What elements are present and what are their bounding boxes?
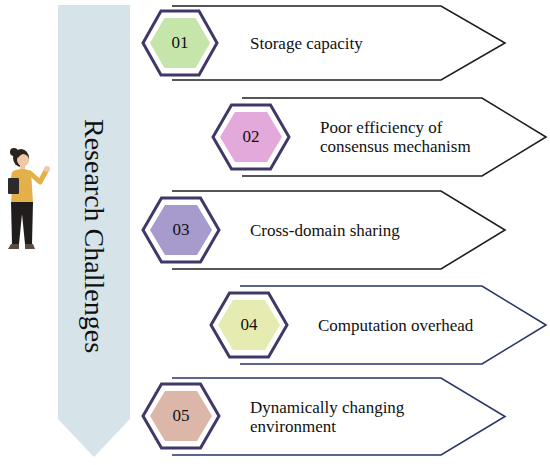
number-hexagon: 03 bbox=[142, 197, 220, 263]
callout-number: 01 bbox=[142, 10, 218, 76]
callout-number: 04 bbox=[210, 292, 288, 358]
challenge-label: Computation overhead bbox=[318, 285, 503, 365]
callout-number: 05 bbox=[142, 383, 220, 449]
challenge-label: Storage capacity bbox=[250, 5, 435, 81]
number-hexagon: 01 bbox=[142, 10, 218, 76]
hexagon-outer bbox=[143, 11, 217, 75]
band-shape bbox=[58, 5, 130, 457]
number-hexagon: 04 bbox=[210, 292, 288, 358]
number-hexagon: 05 bbox=[142, 383, 220, 449]
challenge-arrow: Dynamically changing environment 05 bbox=[142, 377, 507, 456]
callout-number: 02 bbox=[212, 104, 290, 170]
challenge-arrow: Cross-domain sharing 03 bbox=[142, 190, 507, 270]
title-band: Research Challenges bbox=[58, 5, 130, 457]
challenge-arrow: Computation overhead 04 bbox=[210, 285, 548, 365]
hexagon-outer bbox=[143, 384, 219, 448]
challenge-label: Poor efficiency of consensus mechanism bbox=[320, 97, 505, 177]
callout-number: 03 bbox=[142, 197, 220, 263]
presenter-figure bbox=[8, 148, 50, 249]
hexagon-outer bbox=[213, 105, 289, 169]
arrow-shape bbox=[172, 6, 505, 80]
arrow-shape bbox=[172, 378, 505, 455]
challenge-label: Cross-domain sharing bbox=[250, 190, 435, 270]
number-hexagon: 02 bbox=[212, 104, 290, 170]
arrow-shape bbox=[172, 191, 505, 269]
hexagon-outer bbox=[211, 293, 287, 357]
challenge-arrow: Poor efficiency of consensus mechanism 02 bbox=[212, 97, 548, 177]
diagram-title: Research Challenges bbox=[58, 5, 130, 427]
hexagon-outer bbox=[143, 198, 219, 262]
challenge-arrow: Storage capacity 01 bbox=[142, 5, 507, 81]
challenge-label: Dynamically changing environment bbox=[250, 377, 435, 456]
